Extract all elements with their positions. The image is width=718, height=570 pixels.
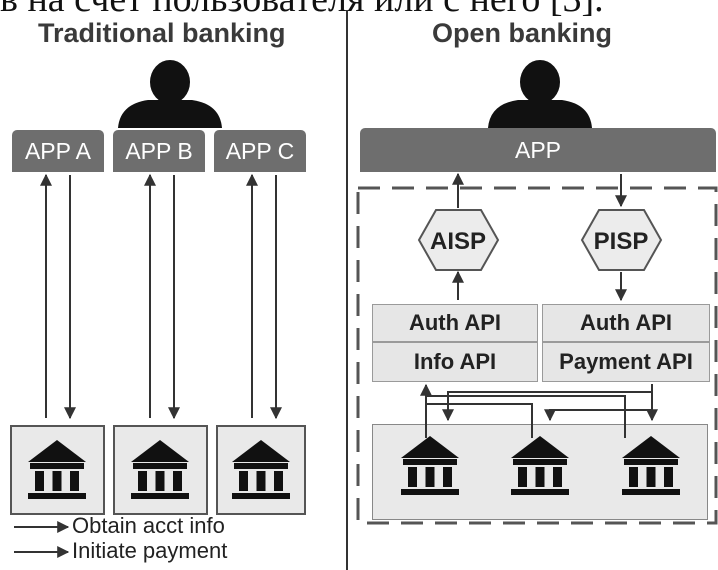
info-api: Info API [372, 342, 538, 382]
user-silhouette-icon [118, 60, 222, 128]
bank-tile-a [10, 425, 105, 515]
aisp-label: AISP [430, 228, 486, 255]
legend-initiate: Initiate payment [72, 538, 228, 563]
arrow-payment-to-bank1 [442, 391, 652, 422]
legend-obtain: Obtain acct info [72, 513, 225, 538]
auth-api-left: Auth API [372, 304, 538, 342]
user-silhouette-icon [488, 60, 592, 128]
bank-tile-b [113, 425, 208, 515]
arrow-payment-to-bank2 [544, 409, 652, 422]
open-banking-heading: Open banking [432, 18, 613, 48]
link-bank2-info [426, 403, 533, 438]
caption-fragment: в на счет пользователя или с него [3]. [0, 0, 718, 24]
link-bank3-info [426, 395, 626, 438]
traditional-banking-heading: Traditional banking [38, 18, 286, 48]
section-divider [346, 10, 348, 570]
app-b-box: APP B [113, 130, 205, 172]
payment-api: Payment API [542, 342, 710, 382]
auth-api-right: Auth API [542, 304, 710, 342]
open-app-box: APP [360, 128, 716, 172]
pisp-label: PISP [594, 228, 649, 255]
app-c-box: APP C [214, 130, 306, 172]
app-a-box: APP A [12, 130, 104, 172]
pisp-hexagon: PISP [580, 209, 663, 271]
aisp-hexagon: AISP [417, 209, 500, 271]
